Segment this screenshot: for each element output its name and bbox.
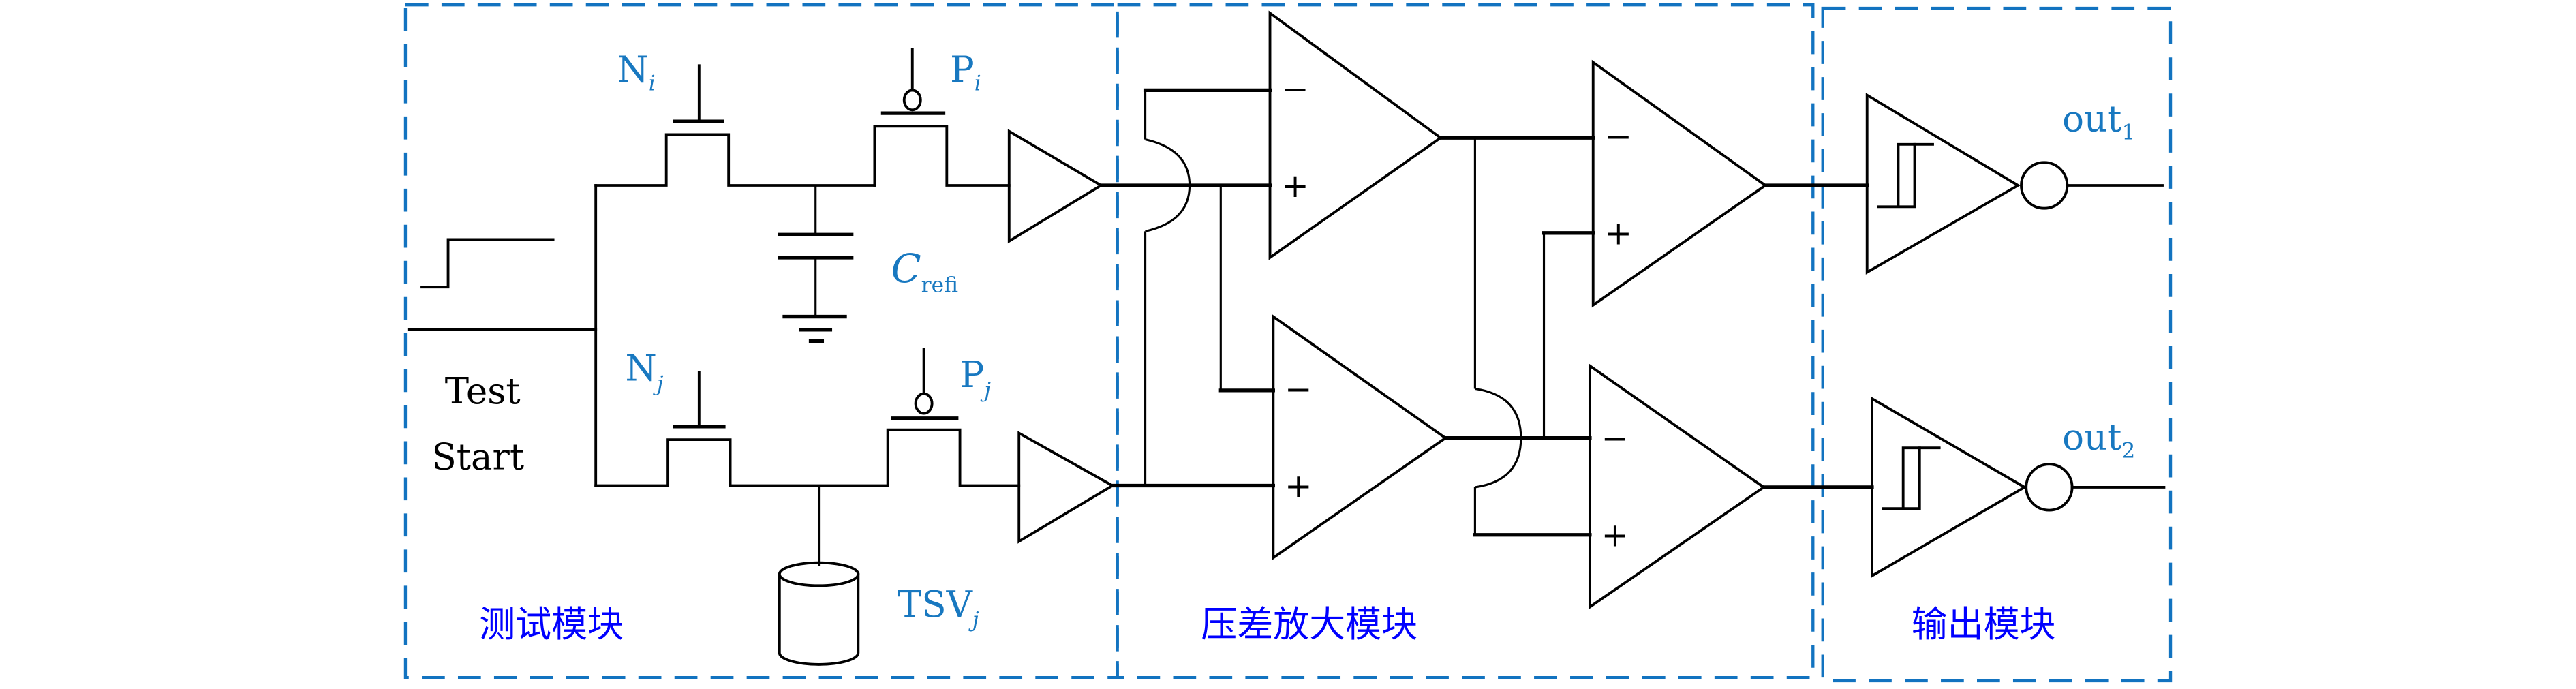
- start-label: Start: [431, 436, 524, 478]
- opamp-a4-minus: −: [1601, 420, 1629, 458]
- out2-label: out2: [2062, 417, 2135, 463]
- buffer-bottom: [1017, 431, 1116, 544]
- schmitt-inverter-1: [1865, 93, 2164, 275]
- nmos-ni: [594, 64, 876, 187]
- step-signal-icon: [420, 238, 555, 289]
- opamp-a2: [1272, 313, 1448, 561]
- wire-bottom-net: [1110, 88, 1275, 488]
- output-module-label: 输出模块: [1912, 604, 2056, 645]
- diff-amp-module-label: 压差放大模块: [1201, 604, 1417, 645]
- test-module-label: 测试模块: [479, 604, 624, 645]
- wire-top-net: [1099, 183, 1275, 393]
- nj-label: Nj: [626, 348, 664, 395]
- opamp-a2-plus: +: [1285, 467, 1312, 505]
- opamp-a3: [1591, 59, 1768, 308]
- opamp-a3-minus: −: [1605, 118, 1632, 156]
- opamp-a1: [1268, 10, 1443, 260]
- pmos-pi: [873, 48, 1011, 187]
- wire-a2-out: [1443, 231, 1595, 440]
- wire-a1-out: [1439, 136, 1595, 537]
- pj-label: Pj: [960, 354, 992, 402]
- pi-label: Pi: [950, 49, 981, 95]
- ground-icon: [782, 314, 847, 343]
- ni-label: Ni: [617, 49, 655, 95]
- diff-amp-module-box: [1116, 3, 1815, 679]
- opamp-a3-plus: +: [1605, 215, 1632, 253]
- tsv-cylinder-icon: [778, 485, 860, 666]
- tsv-label: TSVj: [898, 584, 979, 632]
- hysteresis-icon: [1882, 446, 1921, 510]
- schmitt-inverter-2: [1871, 396, 2166, 579]
- capacitor-cref: [778, 185, 854, 317]
- hysteresis-icon: [1877, 142, 1916, 209]
- opamp-a1-minus: −: [1281, 70, 1308, 108]
- opamp-a2-minus: −: [1285, 370, 1312, 408]
- opamp-a1-plus: +: [1281, 167, 1308, 205]
- test-module-box: [403, 3, 1119, 679]
- nmos-nj: [594, 371, 889, 487]
- out1-label: out1: [2062, 99, 2135, 145]
- test-start-wire: [407, 184, 598, 487]
- opamp-a4-plus: +: [1601, 517, 1629, 555]
- pmos-pj: [886, 348, 1021, 487]
- opamp-a4: [1588, 363, 1766, 610]
- buffer-top: [1007, 129, 1104, 244]
- cref-label: Crefi: [891, 245, 958, 297]
- output-module-box: [1821, 6, 2173, 683]
- test-label: Test: [445, 371, 521, 412]
